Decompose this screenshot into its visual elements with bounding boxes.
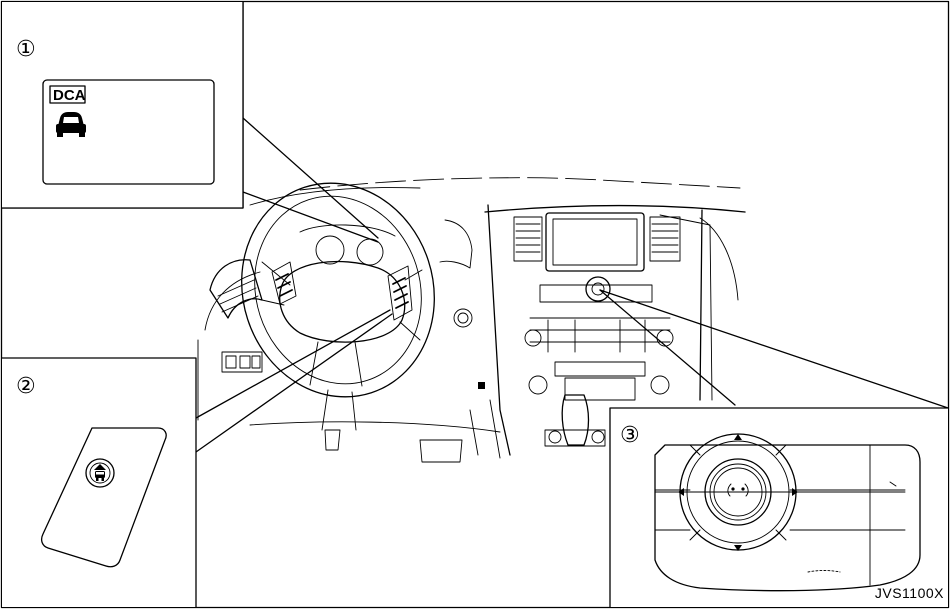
- gear-shifter: [561, 394, 590, 446]
- button-dividers: [547, 319, 646, 353]
- arrow-right-icon: [792, 488, 798, 496]
- callout-number-2: ②: [16, 374, 36, 399]
- dash-knob-inner: [457, 312, 469, 324]
- console-button-right: [591, 430, 605, 444]
- dca-label-box: [49, 85, 86, 104]
- panel-3-border: [609, 407, 949, 608]
- meter-display: [42, 79, 215, 185]
- steering-column: [321, 389, 357, 431]
- cd-slot: [554, 361, 646, 377]
- button-rows: [529, 317, 671, 343]
- dash-right-contour: [699, 217, 739, 301]
- console-switches: [544, 429, 606, 447]
- center-vent-left-louvers: [515, 223, 541, 253]
- dash-top-left-line: [249, 187, 421, 206]
- knob-right: [656, 329, 674, 347]
- right-spoke-switch-panel: [387, 265, 413, 321]
- dash-mid-vent: [439, 219, 473, 269]
- leader-line-3a: [599, 289, 736, 406]
- panel-1-bg: [2, 2, 243, 208]
- right-spoke-switches: [392, 277, 409, 309]
- callout-number-1: ①: [16, 37, 36, 62]
- floor-line: [249, 421, 501, 433]
- leader-line-1a: [242, 117, 379, 239]
- leader-line-1b: [242, 191, 379, 243]
- center-vent-left: [513, 216, 543, 262]
- steering-wheel-hub: [279, 260, 406, 343]
- steering-wheel-outer-rim: [241, 182, 435, 398]
- controller-housing-lines: [654, 444, 906, 586]
- dash-indicator: [478, 382, 485, 389]
- callout-number-3: ③: [620, 423, 640, 448]
- callout-panel-2: ②: [1, 357, 197, 608]
- dash-right-panel: [659, 214, 713, 401]
- panel-1-edge: [1, 1, 244, 209]
- panel-2-border: [1, 357, 197, 608]
- dash-knob: [453, 308, 473, 328]
- dash-contour: [484, 204, 746, 213]
- callout-panel-1: ① DCA: [1, 1, 244, 209]
- climate-panel: [564, 377, 636, 401]
- panel-2-bg: [2, 358, 196, 607]
- left-spoke-switch-panel: [271, 261, 297, 305]
- housing-label-marks: [807, 570, 841, 573]
- left-spoke-switches: [275, 273, 293, 297]
- multi-function-controller: [585, 276, 611, 302]
- left-dash-edge: [204, 271, 261, 331]
- steering-wheel-spokes: [261, 261, 423, 387]
- panel-3-bg: [610, 408, 948, 607]
- controller-housing: [654, 444, 921, 592]
- left-switch-bank: [221, 351, 263, 373]
- controller-knob[interactable]: [704, 458, 772, 526]
- arrow-left-icon: [678, 488, 684, 496]
- pedal-left: [324, 429, 341, 451]
- center-vent-right: [649, 216, 681, 262]
- controller-panel: [539, 284, 653, 303]
- pedal-right: [419, 439, 463, 463]
- controller-outer-dial-inner: [686, 440, 790, 544]
- dial-segment-lines: [689, 444, 787, 541]
- climate-knob-left: [528, 375, 548, 395]
- arrow-up-icon: [734, 434, 742, 440]
- cluster-gauge-left: [315, 235, 345, 265]
- controller-enter-button[interactable]: [713, 467, 763, 517]
- center-vent-right-louvers: [651, 223, 679, 253]
- dca-switch-ring: [89, 462, 111, 484]
- dca-label: DCA: [53, 87, 86, 104]
- center-stack-sides: [487, 204, 703, 456]
- multi-function-controller-icon: [727, 483, 749, 497]
- console-button-left: [548, 430, 562, 444]
- vehicle-ahead-icon: [56, 112, 86, 137]
- callout-panel-3: ③: [609, 407, 949, 608]
- leader-line-2a: [195, 309, 391, 419]
- leader-lines: [195, 117, 949, 453]
- leader-line-3b: [599, 289, 949, 409]
- dca-switch-icon: [94, 464, 106, 481]
- controller-knob-ring: [709, 463, 767, 521]
- left-vent-louvers: [217, 279, 259, 313]
- controller-center: [591, 282, 605, 296]
- steering-switch-panel: [41, 427, 167, 568]
- cluster-gauge-right: [356, 238, 384, 266]
- housing-mark: [889, 481, 897, 487]
- dca-switch[interactable]: [85, 458, 115, 488]
- navigation-screen-inner: [552, 218, 638, 266]
- image-code: JVS1100X: [875, 585, 944, 601]
- navigation-screen: [545, 212, 645, 272]
- arrow-down-icon: [734, 545, 742, 551]
- climate-knob-right: [650, 375, 670, 395]
- dash-top-dashed-line: [299, 177, 741, 191]
- dashboard-drawing: [197, 177, 746, 463]
- cluster-hood: [299, 224, 396, 237]
- steering-wheel-inner-rim: [254, 195, 422, 385]
- leader-line-2b: [195, 313, 393, 453]
- tunnel-lines: [469, 399, 501, 459]
- left-switches: [225, 355, 261, 369]
- knob-left: [524, 329, 542, 347]
